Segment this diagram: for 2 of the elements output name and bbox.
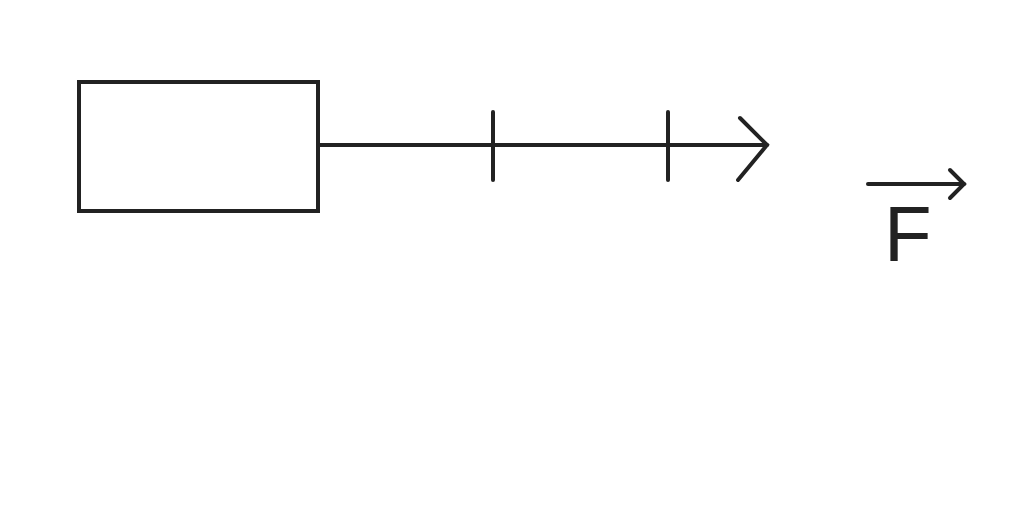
force-label: F — [884, 190, 932, 278]
block — [77, 80, 320, 213]
